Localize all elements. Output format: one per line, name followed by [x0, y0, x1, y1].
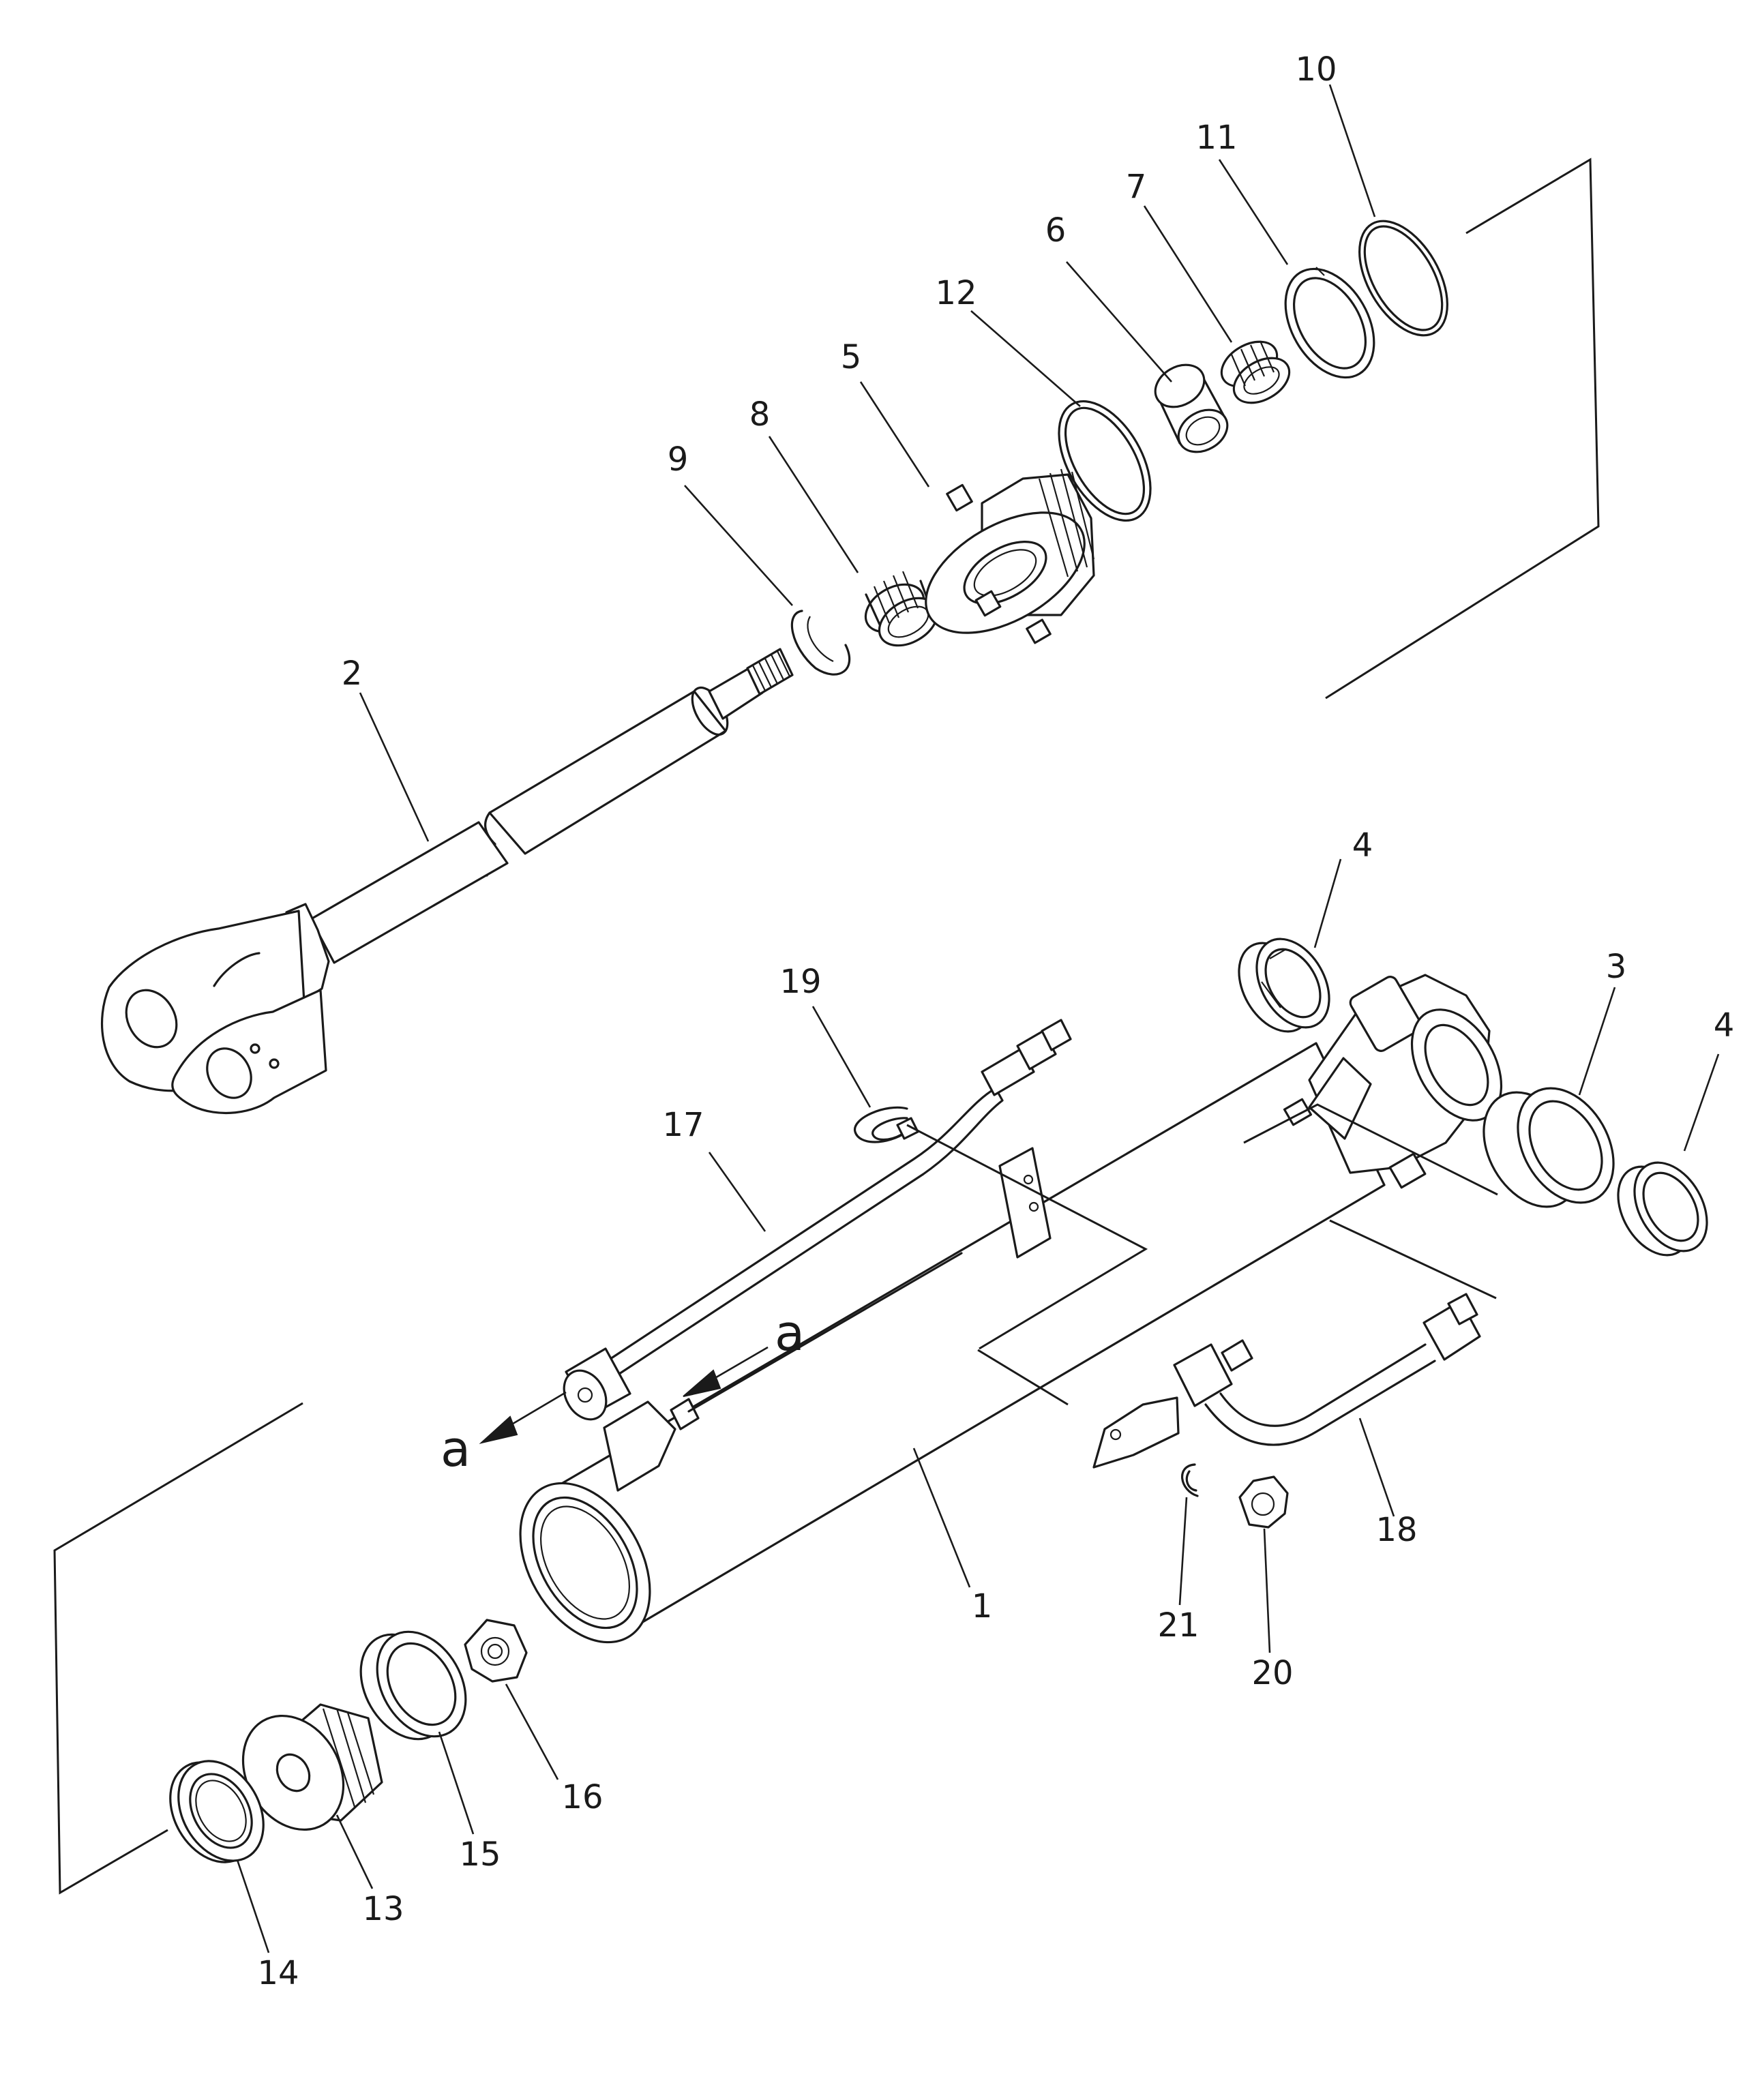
- o-ring-12: [1058, 400, 1152, 522]
- callout-16: 16: [561, 1778, 603, 1816]
- piston-nut-16: [464, 1619, 528, 1683]
- callout-3: 3: [1606, 948, 1627, 986]
- sleeve-6: [1154, 363, 1229, 453]
- bushing-3: [1483, 1087, 1615, 1208]
- piston-rod: [101, 648, 794, 1115]
- view-letter-left: a: [441, 1420, 471, 1478]
- callout-1: 1: [972, 1587, 993, 1625]
- callout-17: 17: [662, 1106, 704, 1144]
- nut-20: [1238, 1475, 1289, 1529]
- view-arrow-right: [683, 1346, 769, 1397]
- callout-5: 5: [841, 338, 862, 376]
- upper-assembly-bracket: [1325, 158, 1600, 700]
- callout-4-left: 4: [1352, 826, 1373, 865]
- callout-2: 2: [342, 655, 363, 693]
- callout-11: 11: [1195, 119, 1237, 157]
- o-ring-10: [1358, 220, 1448, 337]
- callout-14: 14: [257, 1954, 299, 1992]
- view-line-19: [906, 1124, 1148, 1350]
- callout-10: 10: [1295, 50, 1337, 89]
- piston-13: [241, 1703, 383, 1831]
- callout-7: 7: [1126, 168, 1147, 206]
- lower-assembly-bracket: [53, 1402, 303, 1895]
- dust-seal-right: [1617, 1161, 1708, 1257]
- bushing-8: [864, 571, 939, 647]
- callout-9: 9: [668, 440, 689, 479]
- callout-12: 12: [935, 274, 977, 312]
- piston-seal-14: [169, 1760, 265, 1863]
- callout-13: 13: [362, 1890, 404, 1928]
- callout-4-right: 4: [1714, 1006, 1735, 1045]
- view-letter-right: a: [775, 1304, 805, 1362]
- u-clip-19: [854, 1106, 919, 1143]
- callout-21: 21: [1157, 1606, 1199, 1645]
- view-arrow-left: [479, 1391, 567, 1444]
- view-line-18: [977, 1349, 1069, 1406]
- callout-18: 18: [1375, 1511, 1417, 1549]
- backup-ring-11: [1284, 267, 1375, 379]
- snap-ring: [790, 610, 851, 676]
- seal-7: [1220, 340, 1291, 404]
- wear-ring-15: [359, 1630, 467, 1741]
- view-line-headend: [1243, 1103, 1498, 1196]
- cylinder-head: [925, 468, 1095, 644]
- callout-19: 19: [779, 963, 821, 1001]
- snap-ring-21: [1181, 1463, 1199, 1497]
- callout-8: 8: [749, 395, 771, 434]
- pipe-18: [1092, 1293, 1481, 1469]
- leader-lines: [236, 84, 1720, 1953]
- dust-seal-left: [1238, 937, 1330, 1033]
- cylinder-tube: [519, 974, 1503, 1644]
- hose-17: [563, 1019, 1072, 1421]
- mount-plate: [998, 1147, 1052, 1259]
- callout-15: 15: [459, 1835, 501, 1874]
- callout-20: 20: [1251, 1654, 1293, 1692]
- fitting-block: [603, 1252, 963, 1492]
- view-line-18-upper: [1329, 1219, 1497, 1300]
- callout-6: 6: [1045, 211, 1067, 250]
